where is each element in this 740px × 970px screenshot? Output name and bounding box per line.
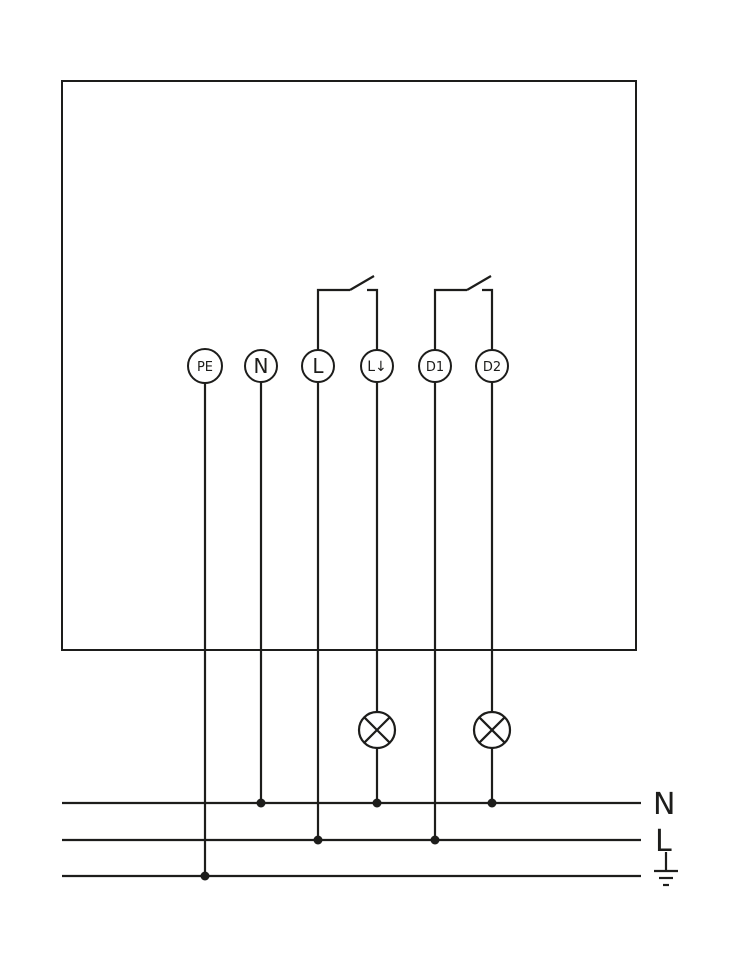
- terminal-l-switched-label: L↓: [367, 359, 387, 375]
- terminal-pe: PE: [187, 348, 223, 384]
- earth-icon: [654, 852, 678, 887]
- switch-left-moving-contact: [367, 288, 379, 350]
- junction-dot: [200, 871, 210, 881]
- junction-dot: [372, 798, 382, 808]
- terminal-d1-label: D1: [426, 360, 444, 375]
- junction-dot: [430, 835, 440, 845]
- terminal-l-switched: L↓: [360, 349, 394, 383]
- terminal-l-label: L: [312, 354, 324, 378]
- junction-dot: [487, 798, 497, 808]
- terminal-d1: D1: [418, 349, 452, 383]
- bus-line-label: L: [655, 824, 672, 859]
- bus-neutral-label: N: [653, 787, 675, 822]
- lamp2-circle: [472, 710, 512, 750]
- lamp-icon-1: [357, 710, 397, 750]
- terminal-n: N: [244, 349, 278, 383]
- terminal-d2-label: D2: [483, 360, 501, 375]
- terminal-n-label: N: [254, 354, 269, 378]
- junction-dot: [256, 798, 266, 808]
- lamp1-cross: [363, 716, 391, 744]
- junction-dot: [313, 835, 323, 845]
- lamp2-cross: [478, 716, 506, 744]
- switch-icon-left: [316, 275, 379, 350]
- switch-right-blade: [466, 275, 492, 291]
- terminal-d2: D2: [475, 349, 509, 383]
- switch-right-moving-contact: [482, 288, 494, 350]
- switch-icon-right: [433, 275, 494, 350]
- lamp1-circle: [357, 710, 397, 750]
- switch-left-fixed-contact: [316, 288, 350, 350]
- lamp-icon-2: [472, 710, 512, 750]
- device-outline: [61, 80, 637, 651]
- terminal-l: L: [301, 349, 335, 383]
- switch-left-blade: [349, 275, 375, 291]
- switch-right-fixed-contact: [433, 288, 467, 350]
- terminal-pe-label: PE: [197, 360, 213, 375]
